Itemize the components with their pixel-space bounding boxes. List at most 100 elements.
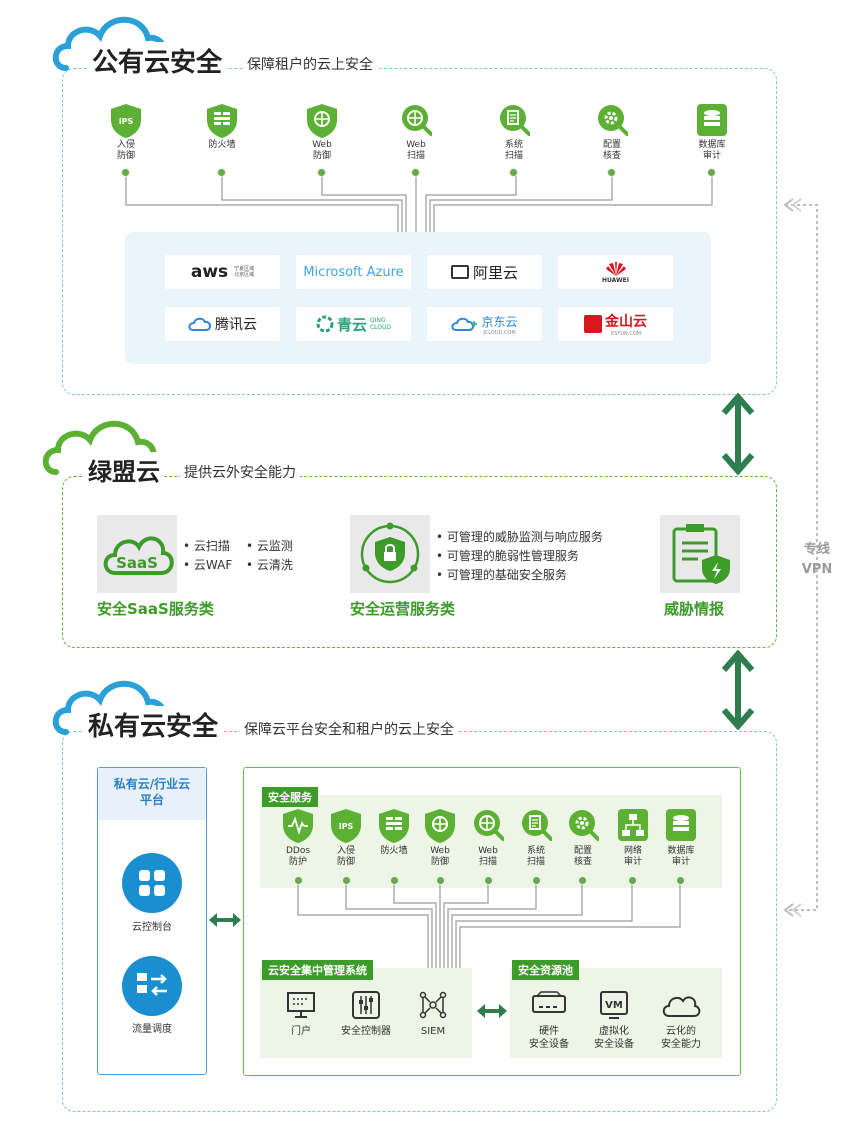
connector-dot xyxy=(294,876,303,885)
double-arrow-icon xyxy=(721,393,755,475)
saas-icon-box: SaaS xyxy=(97,515,177,593)
intel-icon-box xyxy=(660,515,740,593)
saas-item-text: 云监测 xyxy=(256,539,293,553)
platform-item-label: 云控制台 xyxy=(132,922,172,933)
connector-dot xyxy=(342,876,351,885)
kingsoft-logo-icon xyxy=(584,315,602,333)
threat-intel-icon xyxy=(672,524,730,584)
saas-item-text: 云WAF xyxy=(193,558,233,572)
system-scan-icon xyxy=(522,810,552,841)
vpn-connector xyxy=(783,198,818,917)
vendor-huawei: HUAWEI xyxy=(558,255,673,289)
horizontal-arrow-icon xyxy=(209,913,241,927)
tencent-logo-text: 腾讯云 xyxy=(215,317,257,333)
cloud-capability-icon[interactable] xyxy=(661,990,701,1020)
tool-label: 系统 扫描 xyxy=(526,846,545,867)
connector-dot xyxy=(484,876,493,885)
tool-label: 数据库 审计 xyxy=(667,846,695,867)
huawei-logo-icon xyxy=(605,261,626,276)
vendor-kingsoft: 金山云 KSYUN.COM xyxy=(558,307,673,341)
public-cloud-logo-icon xyxy=(52,16,167,71)
connector-dot xyxy=(390,876,399,885)
saas-item-text: 云清洗 xyxy=(256,558,293,572)
vendor-azure: Microsoft Azure xyxy=(296,255,411,289)
ops-item: • 可管理的基础安全服务 xyxy=(436,568,567,582)
mgmt-item-label: 安全控制器 xyxy=(341,1026,391,1037)
green-alliance-subtitle: 提供云外安全能力 xyxy=(180,462,300,482)
ips-glyph: IPS xyxy=(339,822,354,831)
vendor-aws: aws 宁夏区域 北京区域 xyxy=(165,255,280,289)
web-scan-icon xyxy=(474,810,504,841)
saas-item: • 云扫描 xyxy=(183,539,230,553)
ips-shield-icon: IPS xyxy=(331,809,361,843)
ops-title: 安全运营服务类 xyxy=(350,600,456,618)
system-scan-icon xyxy=(500,105,530,136)
config-check-icon xyxy=(598,105,628,136)
jdcloud-sub-text: JCLOUD.COM xyxy=(483,329,516,336)
siem-icon[interactable] xyxy=(418,990,448,1020)
connector-dot xyxy=(411,168,420,177)
green-alliance-logo-icon xyxy=(42,420,157,475)
database-audit-icon xyxy=(697,104,727,136)
aws-region-text: 宁夏区域 北京区域 xyxy=(234,266,255,278)
public-cloud-subtitle: 保障租户的云上安全 xyxy=(243,54,377,74)
mgmt-item-label: 门户 xyxy=(291,1026,311,1037)
resource-pool-tag: 安全资源池 xyxy=(512,960,579,980)
tool-label: 入侵 防御 xyxy=(336,846,355,867)
private-cloud-logo-icon xyxy=(52,680,167,735)
kingsoft-logo-text: 金山云 xyxy=(605,314,647,330)
platform-title: 私有云/行业云 平台 xyxy=(113,777,191,807)
qingcloud-logo-icon xyxy=(316,315,334,333)
traffic-dispatch-icon[interactable] xyxy=(121,955,183,1017)
mgmt-item-label: SIEM xyxy=(420,1026,446,1037)
hardware-device-icon[interactable] xyxy=(531,990,567,1020)
ips-shield-icon: IPS xyxy=(111,104,141,138)
tool-label: Web 防御 xyxy=(312,140,332,161)
pool-item-label: 硬件 安全设备 xyxy=(529,1026,569,1050)
cloud-console-icon[interactable] xyxy=(121,852,183,914)
web-scan-icon xyxy=(402,105,432,136)
ops-item-text: 可管理的基础安全服务 xyxy=(446,568,567,582)
saas-item: • 云清洗 xyxy=(246,558,293,572)
connector-dot xyxy=(317,168,326,177)
tool-label: 防火墙 xyxy=(380,846,408,856)
security-controller-icon[interactable] xyxy=(351,990,381,1020)
pool-item-label: 云化的 安全能力 xyxy=(661,1026,701,1050)
vm-device-icon[interactable]: VM xyxy=(599,990,629,1020)
saas-title: 安全SaaS服务类 xyxy=(97,600,214,618)
huawei-logo-text: HUAWEI xyxy=(601,276,630,284)
portal-icon[interactable] xyxy=(286,990,316,1020)
tool-label: 网络 审计 xyxy=(623,846,642,867)
horizontal-arrow-icon xyxy=(477,1004,507,1018)
connector-dot xyxy=(607,168,616,177)
public-cloud-connector-lines xyxy=(125,175,713,235)
qingcloud-sub-text: QING CLOUD xyxy=(369,317,392,331)
green-alliance-panel xyxy=(62,476,777,648)
ddos-shield-icon xyxy=(283,809,313,843)
aliyun-logo-icon xyxy=(450,265,469,279)
tool-label: 防火墙 xyxy=(208,140,236,150)
vpn-label-line2: VPN xyxy=(801,562,833,577)
tool-label: 系统 扫描 xyxy=(504,140,523,161)
public-cloud-title: 公有云安全 xyxy=(88,42,227,79)
private-cloud-title: 私有云安全 xyxy=(84,706,223,743)
mgmt-system-tag: 云安全集中管理系统 xyxy=(262,960,373,980)
ips-glyph: IPS xyxy=(119,117,134,126)
vendor-tencent: 腾讯云 xyxy=(165,307,280,341)
saas-item: • 云监测 xyxy=(246,539,293,553)
public-cloud-panel xyxy=(62,68,777,395)
jdcloud-logo-text: 京东云 xyxy=(481,314,518,329)
vpn-label-line1: 专线 xyxy=(803,542,830,557)
vendor-qingcloud: 青云 QING CLOUD xyxy=(296,307,411,341)
tool-label: Web 扫描 xyxy=(478,846,498,867)
tool-label: Web 扫描 xyxy=(406,140,426,161)
intel-title: 威胁情报 xyxy=(664,600,725,618)
tool-label: Web 防御 xyxy=(430,846,450,867)
security-ops-icon xyxy=(360,522,420,584)
vpn-label: 专线 VPN xyxy=(797,540,837,580)
tool-label: 配置 核查 xyxy=(573,846,592,867)
web-shield-icon xyxy=(307,104,337,138)
tool-label: 入侵 防御 xyxy=(116,140,135,161)
ops-item-text: 可管理的脆弱性管理服务 xyxy=(446,549,579,563)
qingcloud-logo-text: 青云 xyxy=(336,315,367,334)
